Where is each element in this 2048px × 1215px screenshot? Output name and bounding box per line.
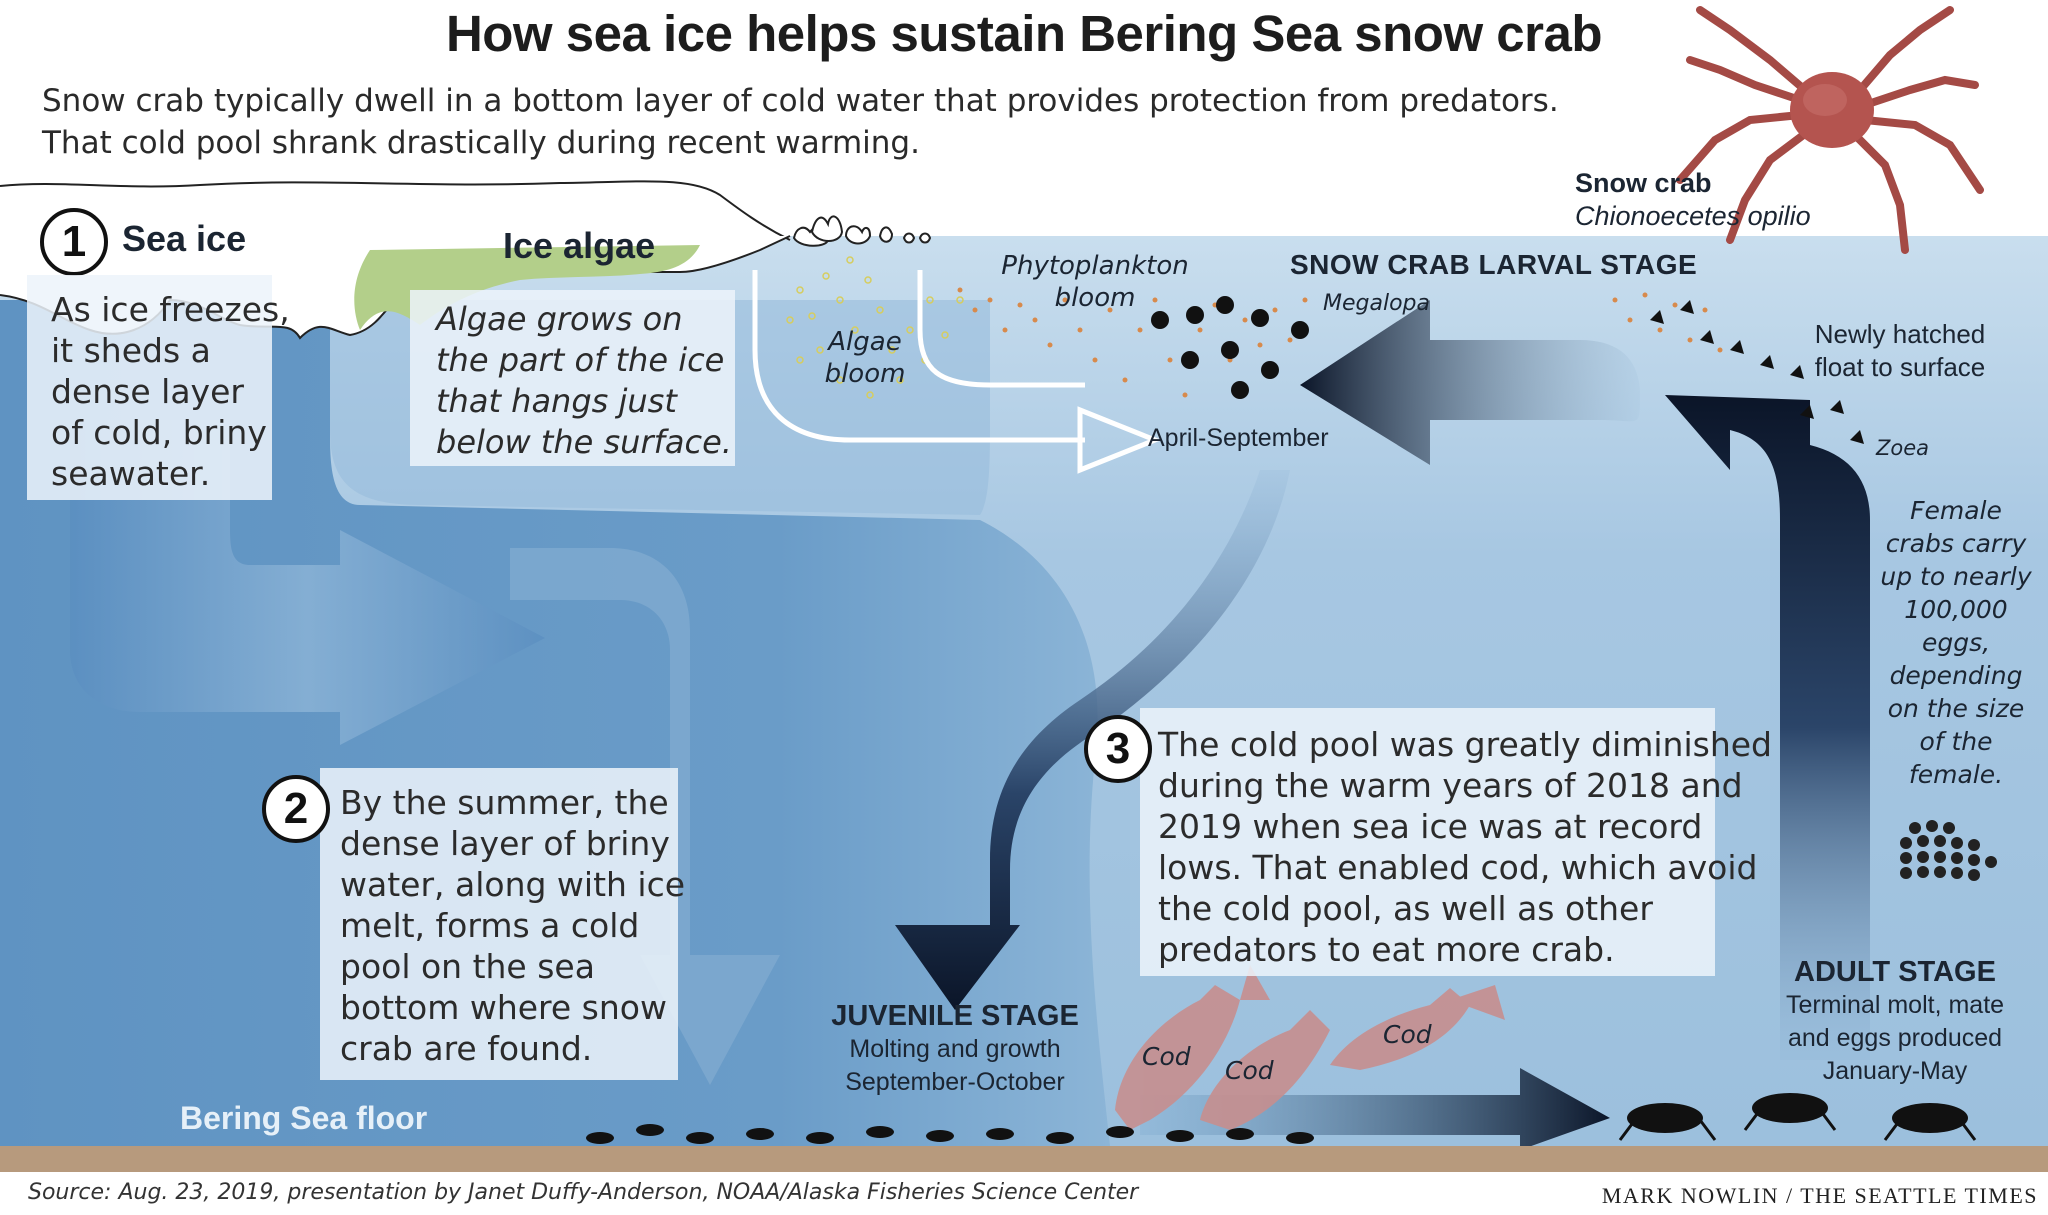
step-1-line: dense layer — [51, 372, 244, 411]
sea-ice-heading: Sea ice — [122, 218, 247, 259]
phytoplankton-bloom-label: Phytoplankton bloom — [990, 250, 1200, 314]
ice-algae-panel — [410, 290, 735, 466]
step-2-line: By the summer, the — [340, 783, 669, 822]
phytoplankton-line: bloom — [1054, 283, 1136, 313]
newly-hatched-line: float to surface — [1814, 352, 1986, 382]
adult-line-2: and eggs produced — [1787, 1024, 2003, 1052]
juvenile-stage: JUVENILE STAGE Molting and growth Septem… — [815, 1000, 1095, 1099]
source-note: Source: Aug. 23, 2019, presentation by J… — [28, 1180, 1139, 1205]
ice-algae-text: Algae grows on the part of the ice that … — [436, 299, 732, 463]
newly-hatched-label: Newly hatched float to surface — [1800, 318, 2000, 384]
snow-crab-latin: Chionoecetes opilio — [1575, 201, 1811, 231]
female-line: up to nearly — [1880, 562, 2032, 591]
cod-label: Cod — [1225, 1056, 1274, 1085]
snow-crab-illustration — [1676, 6, 1984, 254]
female-line: depending — [1889, 661, 2023, 690]
cod-label: Cod — [1142, 1042, 1191, 1071]
step-3-line: the cold pool, as well as other — [1158, 889, 1653, 928]
step-2-panel — [320, 768, 678, 1080]
female-line: crabs carry — [1885, 529, 2027, 558]
female-line: eggs, — [1921, 628, 1991, 657]
step-2-text: By the summer, the dense layer of briny … — [340, 782, 685, 1069]
sea-floor-label: Bering Sea floor — [180, 1100, 428, 1136]
larval-stage-heading: SNOW CRAB LARVAL STAGE — [1290, 249, 1698, 280]
ice-algae-line: Algae grows on — [436, 300, 683, 338]
subtitle: Snow crab typically dwell in a bottom la… — [42, 80, 1559, 164]
juvenile-line-2: September-October — [845, 1068, 1065, 1096]
step-1-panel — [27, 275, 272, 500]
page-title: How sea ice helps sustain Bering Sea sno… — [445, 5, 1603, 62]
female-line: female. — [1908, 760, 2004, 789]
female-line: 100,000 — [1904, 595, 2008, 624]
step-3-panel — [1140, 708, 1715, 976]
step-1-text: As ice freezes, it sheds a dense layer o… — [51, 289, 290, 494]
female-line: Female — [1910, 496, 2002, 525]
subtitle-line-1: Snow crab typically dwell in a bottom la… — [42, 83, 1559, 119]
step-2-line: bottom where snow — [340, 988, 667, 1027]
adult-line-3: January-May — [1822, 1057, 1968, 1085]
step-1-badge: 1 — [40, 208, 108, 276]
step-3-line: predators to eat more crab. — [1158, 930, 1615, 969]
step-2-line: melt, forms a cold — [340, 906, 640, 945]
credit-line: MARK NOWLIN / THE SEATTLE TIMES — [1601, 1183, 2038, 1208]
step-1-line: As ice freezes, — [51, 290, 290, 329]
adult-stage: ADULT STAGE Terminal molt, mate and eggs… — [1755, 956, 2035, 1088]
snow-crab-label: Snow crab — [1575, 168, 1712, 198]
step-1-line: seawater. — [51, 454, 211, 493]
step-1-line: it sheds a — [51, 331, 211, 370]
step-2-line: water, along with ice — [340, 865, 686, 904]
step-2-line: pool on the sea — [340, 947, 595, 986]
step-3-text: The cold pool was greatly diminished dur… — [1158, 724, 1772, 970]
algae-bloom-line: Algae — [828, 327, 902, 357]
algae-bloom-label: Algae bloom — [815, 326, 915, 390]
female-line: of the — [1919, 727, 1993, 756]
megalopa-label: Megalopa — [1323, 291, 1430, 316]
juvenile-line-1: Molting and growth — [849, 1035, 1061, 1063]
adult-line-1: Terminal molt, mate — [1785, 991, 2005, 1019]
ice-algae-line: the part of the ice — [436, 341, 725, 379]
ice-algae-line: below the surface. — [436, 423, 732, 461]
newly-hatched-line: Newly hatched — [1814, 319, 1986, 349]
step-3-line: lows. That enabled cod, which avoid — [1158, 848, 1758, 887]
step-2-line: crab are found. — [340, 1029, 593, 1068]
juvenile-heading: JUVENILE STAGE — [831, 1000, 1079, 1032]
algae-bloom-line: bloom — [824, 359, 906, 389]
step-3-line: The cold pool was greatly diminished — [1158, 725, 1772, 764]
ice-algae-heading: Ice algae — [503, 225, 656, 266]
subtitle-line-2: That cold pool shrank drastically during… — [42, 125, 920, 161]
larval-period: April-September — [1148, 424, 1329, 452]
step-3-badge: 3 — [1084, 715, 1152, 783]
step-2-badge: 2 — [262, 775, 330, 843]
step-1-line: of cold, briny — [51, 413, 267, 452]
step-3-line: 2019 when sea ice was at record — [1158, 807, 1703, 846]
ice-algae-line: that hangs just — [436, 382, 677, 420]
phytoplankton-line: Phytoplankton — [1001, 251, 1189, 281]
female-line: on the size — [1887, 694, 2025, 723]
zoea-label: Zoea — [1876, 436, 1930, 460]
cod-label: Cod — [1383, 1020, 1432, 1049]
adult-heading: ADULT STAGE — [1794, 956, 1996, 988]
step-2-line: dense layer of briny — [340, 824, 670, 863]
female-crabs-text: Female crabs carry up to nearly 100,000 … — [1866, 494, 2046, 791]
step-3-line: during the warm years of 2018 and — [1158, 766, 1743, 805]
